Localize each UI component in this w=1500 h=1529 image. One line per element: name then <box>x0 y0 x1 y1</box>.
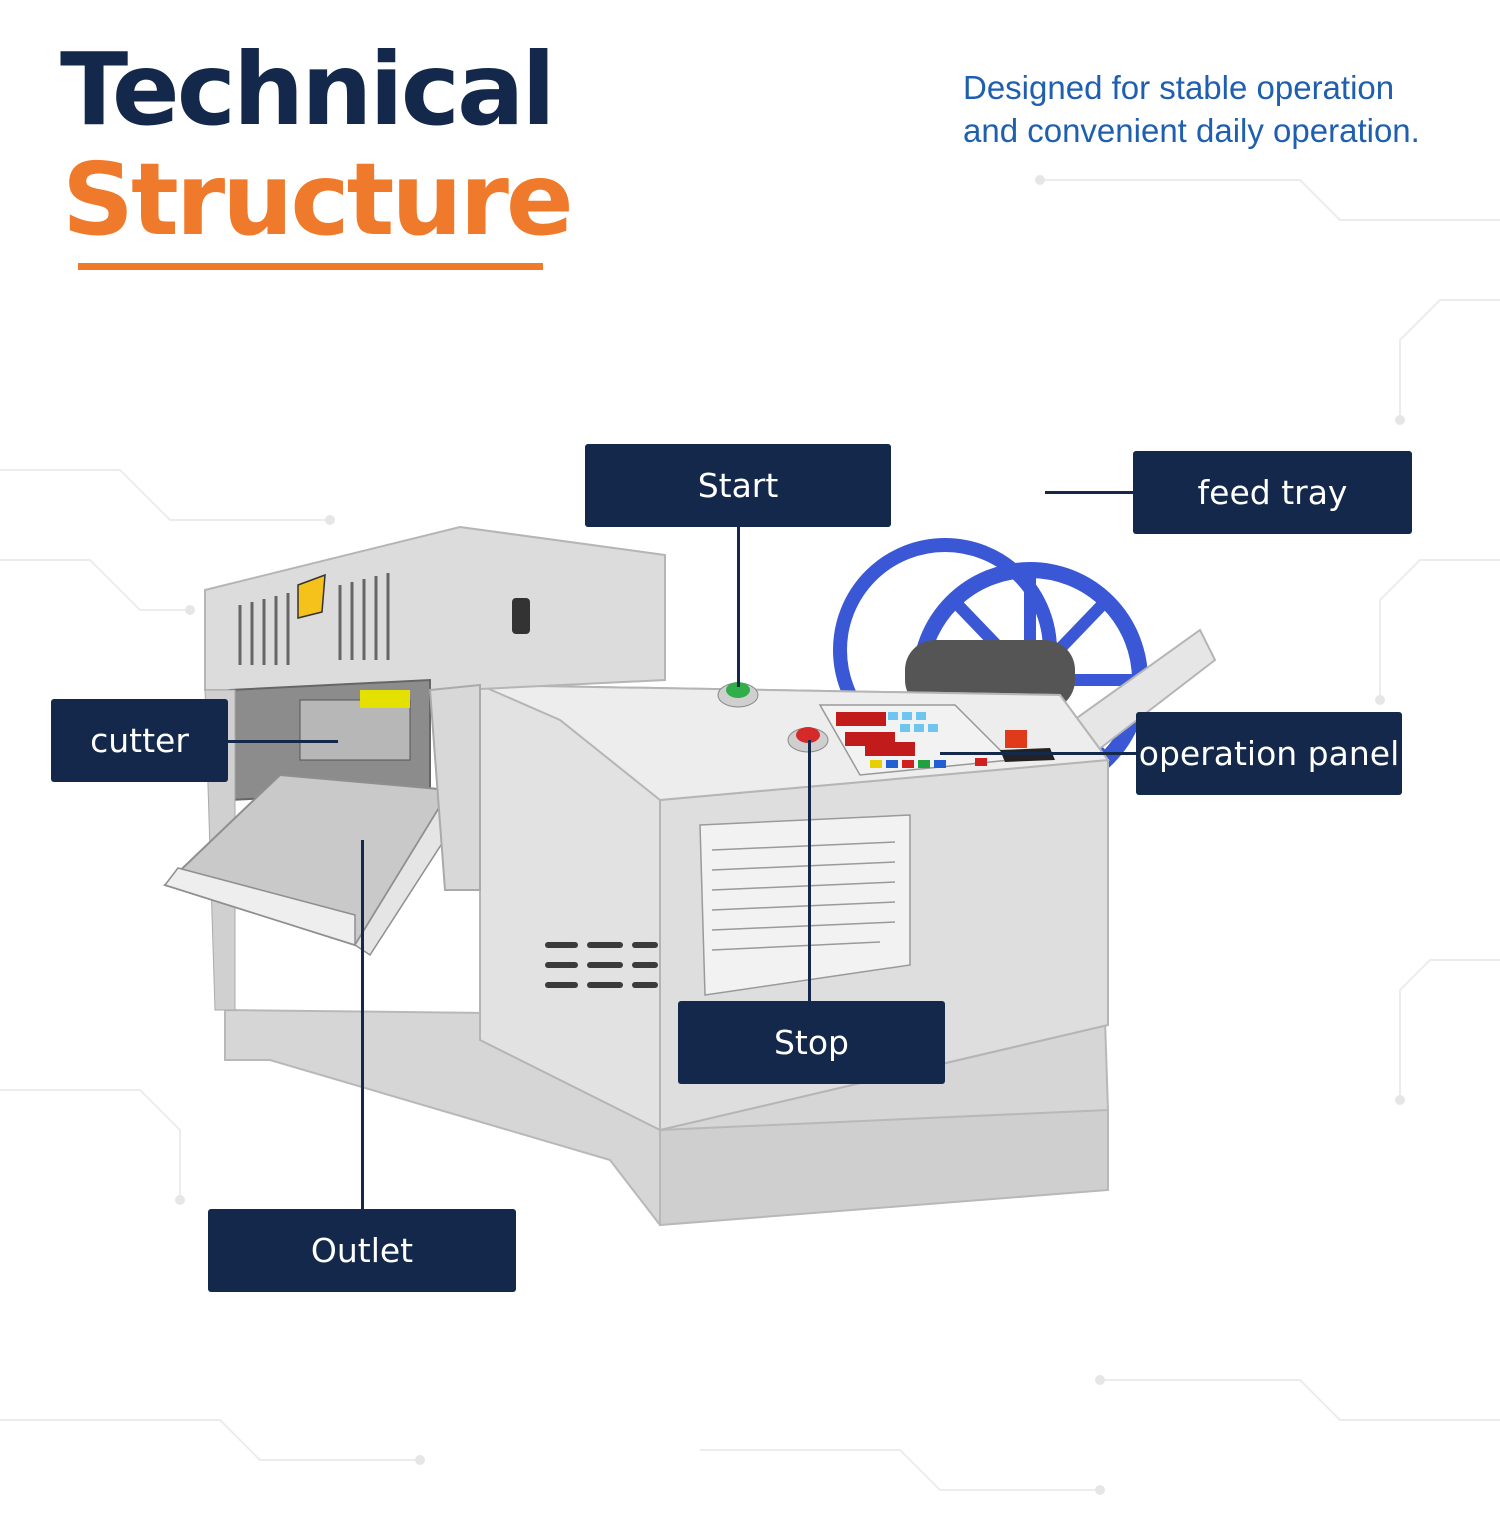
title-line-structure: Structure <box>62 141 574 258</box>
stop-leader <box>808 740 811 1002</box>
vent-slots <box>545 942 658 988</box>
outlet-leader <box>361 840 364 1210</box>
title-line-technical: Technical <box>60 31 556 148</box>
top-housing <box>204 525 666 691</box>
power-switch-graphic <box>1005 730 1027 748</box>
feed-tray-leader <box>1045 491 1133 494</box>
callout-stop: Stop <box>678 1001 945 1084</box>
callout-feed-tray: feed tray <box>1133 451 1412 534</box>
instruction-label <box>699 814 911 996</box>
tagline-line-2: and convenient daily operation. <box>963 112 1420 149</box>
cutter-leader <box>228 740 338 743</box>
operation-panel-leader <box>940 752 1136 755</box>
tagline: Designed for stable operation and conven… <box>963 66 1483 152</box>
title-underline <box>78 263 543 270</box>
start-button-graphic <box>726 682 750 698</box>
stop-button-graphic <box>796 727 820 743</box>
callout-operation-panel: operation panel <box>1136 712 1402 795</box>
callout-start: Start <box>585 444 891 527</box>
warning-sticker <box>297 573 326 619</box>
start-leader <box>737 527 740 687</box>
callout-outlet: Outlet <box>208 1209 516 1292</box>
callout-cutter: cutter <box>51 699 228 782</box>
tagline-line-1: Designed for stable operation <box>963 69 1395 106</box>
